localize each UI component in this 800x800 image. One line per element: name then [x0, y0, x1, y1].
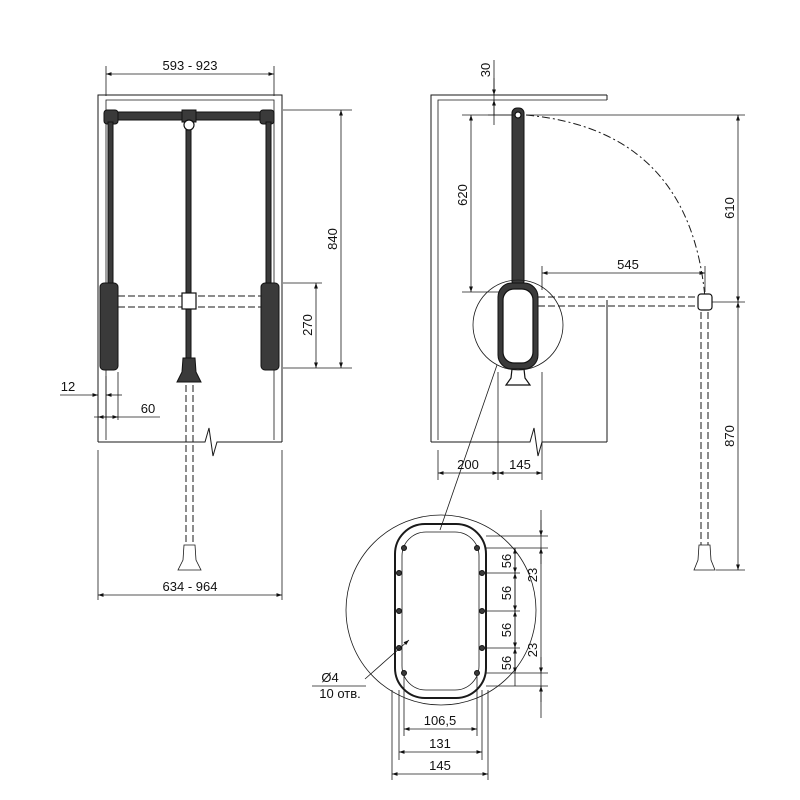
dim-depth-b: 145	[509, 457, 531, 472]
dim-offset-small: 12	[61, 379, 75, 394]
dim-width-bottom: 634 - 964	[163, 579, 218, 594]
extended-handle	[177, 544, 202, 571]
dim-pitch-3: 56	[499, 623, 514, 637]
dim-swing-height: 610	[722, 197, 737, 219]
cabinet-outline	[97, 94, 283, 442]
side-pivot	[514, 111, 522, 119]
dim-top-gap: 30	[478, 63, 493, 77]
mounting-hole	[396, 570, 485, 576]
housing-outer	[394, 523, 487, 699]
swing-arc	[525, 114, 706, 299]
detail-view: 56 56 56 56 23 23 Ø4 10 отв. 106,5 131 1…	[312, 510, 548, 780]
dim-offset-side: 60	[141, 401, 155, 416]
dim-pitch-1: 56	[499, 554, 514, 568]
side-break-line	[431, 427, 607, 457]
rail-center-clamp	[181, 292, 197, 310]
side-arm	[511, 107, 525, 287]
center-pole	[185, 129, 192, 359]
pull-handle	[176, 357, 202, 383]
side-extended-handle	[693, 544, 716, 571]
side-cabinet-inner	[437, 99, 607, 440]
dim-outer-width: 145	[429, 758, 451, 773]
right-arm	[265, 121, 272, 285]
side-view: 30 620 610 545 870 200 145	[430, 60, 745, 571]
housing-inner	[401, 531, 480, 691]
dim-pitch-4: 56	[499, 656, 514, 670]
cabinet-inner-line	[105, 99, 275, 440]
dim-height: 840	[325, 228, 340, 250]
dim-depth-a: 200	[457, 457, 479, 472]
dim-edge-top: 23	[525, 568, 540, 582]
front-view: 593 - 923 840 270 12 60 634 - 964	[60, 58, 352, 600]
dim-arm-length: 620	[455, 184, 470, 206]
dim-reach: 545	[617, 257, 639, 272]
dim-width-top: 593 - 923	[163, 58, 218, 73]
break-line	[98, 427, 282, 457]
dim-edge-bottom: 23	[525, 643, 540, 657]
mounting-hole	[401, 545, 480, 551]
extended-rail-clamp	[697, 293, 713, 311]
left-arm	[107, 121, 114, 285]
hole-count-label: 10 отв.	[319, 686, 361, 701]
left-housing	[99, 282, 119, 371]
mounting-hole	[401, 670, 480, 676]
mounting-hole	[396, 608, 485, 614]
mounting-holes	[396, 545, 485, 676]
hole-leader	[364, 639, 410, 680]
dim-inner-width: 106,5	[424, 713, 457, 728]
hole-diameter-label: Ø4	[321, 670, 338, 685]
dim-pitch-2: 56	[499, 586, 514, 600]
mounting-hole	[396, 645, 485, 651]
detail-leader	[439, 364, 498, 531]
dim-lower-drop: 870	[722, 425, 737, 447]
right-housing	[260, 282, 280, 371]
detail-circle	[345, 514, 537, 706]
dim-rod-drop: 270	[300, 314, 315, 336]
detail-callout-circle	[472, 279, 564, 371]
side-cabinet-outline	[430, 94, 607, 442]
side-handle	[504, 368, 532, 386]
dim-mid-width: 131	[429, 736, 451, 751]
center-knob	[183, 119, 195, 131]
